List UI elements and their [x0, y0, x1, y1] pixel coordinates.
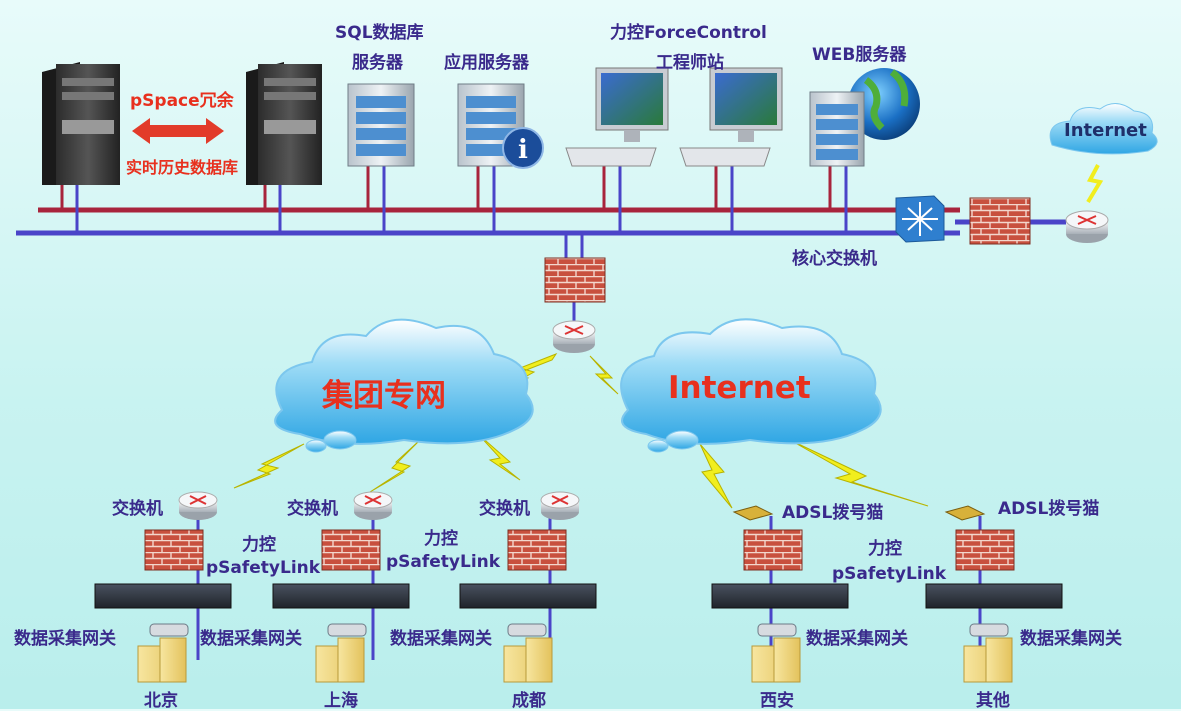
gateway-label-xian: 数据采集网关: [806, 629, 908, 649]
gateway-label-other: 数据采集网关: [1020, 629, 1122, 649]
svg-text:i: i: [518, 135, 528, 165]
core-switch-label: 核心交换机: [792, 249, 877, 269]
site-other: [925, 505, 1063, 683]
web-server-label: WEB服务器: [812, 45, 907, 65]
gateway-label-shanghai: 数据采集网关: [200, 629, 302, 649]
core-switch-icon: [895, 195, 945, 243]
redundancy-double-arrow: [132, 118, 224, 144]
drop-lines: [60, 165, 848, 322]
router-icon-center: [552, 320, 596, 353]
city-label-chengdu: 成都: [512, 691, 546, 711]
pspace-server-left: [42, 62, 120, 185]
switch-label-chengdu: 交换机: [479, 499, 530, 519]
web-server-icon: [809, 68, 920, 167]
city-label-xian: 西安: [760, 691, 794, 711]
site-shanghai: [272, 491, 410, 683]
gateway-label-beijing: 数据采集网关: [14, 629, 116, 649]
city-label-other: 其他: [976, 691, 1010, 711]
adsl-label-other: ADSL拨号猫: [998, 499, 1100, 519]
pspace-redundancy-label: pSpace冗余: [130, 91, 234, 111]
internet-label-big: Internet: [668, 370, 811, 406]
psafetylink-label-1-line1: 力控: [242, 535, 276, 555]
internet-label-small: Internet: [1064, 120, 1147, 141]
city-label-beijing: 北京: [144, 691, 178, 711]
adsl-label-xian: ADSL拨号猫: [782, 503, 884, 523]
psafetylink-label-2-line1: 力控: [424, 529, 458, 549]
workstation-icon-left: [565, 67, 669, 167]
rtdb-label: 实时历史数据库: [126, 158, 239, 177]
sql-server-label-line1: SQL数据库: [335, 23, 424, 43]
switch-label-shanghai: 交换机: [287, 499, 338, 519]
firewall-icon-top: [969, 197, 1031, 245]
lightning-bolts: [233, 352, 929, 509]
lightning-bolt-top: [1086, 164, 1104, 204]
city-label-shanghai: 上海: [324, 691, 358, 711]
site-xian: [711, 505, 849, 683]
group-network-cloud: [274, 318, 534, 453]
internet-cloud-small: [1049, 103, 1158, 155]
site-beijing: [94, 491, 232, 683]
workstation-icon-right: [679, 67, 783, 167]
group-network-label: 集团专网: [322, 378, 446, 414]
psafetylink-label-3-line2: pSafetyLink: [832, 564, 947, 584]
psafetylink-label-2-line2: pSafetyLink: [386, 552, 501, 572]
psafetylink-label-3-line1: 力控: [868, 539, 902, 559]
forcecontrol-label-line1: 力控ForceControl: [610, 23, 767, 43]
firewall-icon-center: [544, 257, 606, 303]
sql-server-icon: [347, 83, 415, 167]
psafetylink-label-1-line2: pSafetyLink: [206, 558, 321, 578]
internet-cloud-big: [620, 318, 882, 453]
router-icon-top: [1065, 210, 1109, 243]
switch-label-beijing: 交换机: [112, 499, 163, 519]
sql-server-label-line2: 服务器: [352, 53, 403, 73]
app-server-label: 应用服务器: [444, 53, 529, 73]
forcecontrol-label-line2: 工程师站: [656, 53, 724, 73]
pspace-server-right: [246, 62, 322, 185]
info-icon: i: [502, 127, 544, 169]
gateway-label-chengdu: 数据采集网关: [390, 629, 492, 649]
site-chengdu: [459, 491, 597, 683]
